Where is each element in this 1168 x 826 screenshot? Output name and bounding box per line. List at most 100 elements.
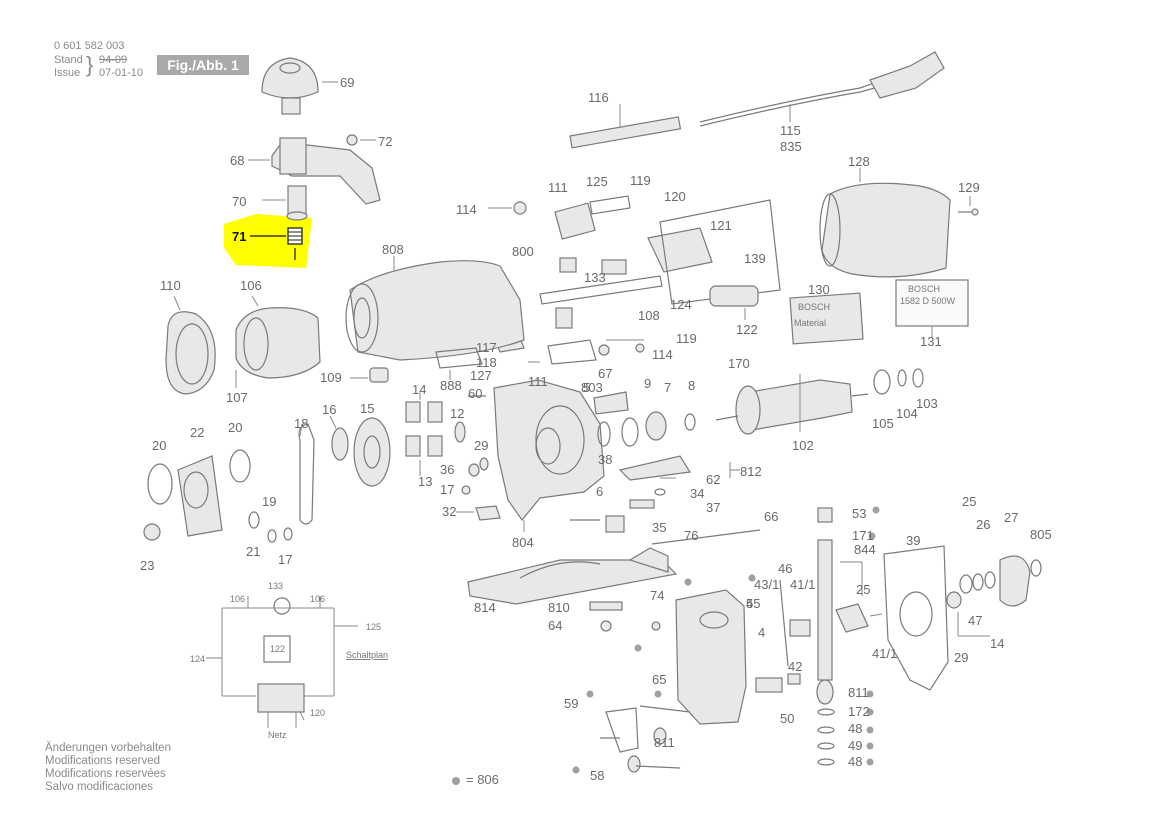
part-label: 122 <box>736 322 758 337</box>
part-label: 18 <box>294 416 308 431</box>
part-label: 5 <box>746 596 753 611</box>
part-129-screw <box>958 196 979 216</box>
issue-label: Issue <box>54 67 81 79</box>
part-label: 47 <box>968 613 982 628</box>
part-106-stator <box>235 295 321 388</box>
bearings-group <box>593 391 696 447</box>
schematic-label-122: 122 <box>270 644 285 654</box>
part-label: 127 <box>470 368 492 383</box>
part-label: 74 <box>650 588 664 603</box>
part-label: 111 <box>548 180 568 195</box>
parts-34-37-35 <box>570 488 666 533</box>
part-804-gear-housing <box>493 379 605 532</box>
issue-date: 07-01-10 <box>99 67 144 79</box>
part-116-tube <box>569 104 682 149</box>
gear-train <box>329 392 486 487</box>
part-label: 125 <box>586 174 608 189</box>
part-label: 102 <box>792 438 814 453</box>
part-label: 808 <box>382 242 404 257</box>
part-label: 42 <box>788 659 802 674</box>
part-label: 50 <box>780 711 794 726</box>
part-label: 13 <box>418 474 432 489</box>
part-label: 106 <box>240 278 262 293</box>
part-label: 60 <box>468 386 482 401</box>
part-label: 58 <box>590 768 604 783</box>
part-18-clip <box>298 423 315 525</box>
schematic-label-125: 125 <box>366 622 381 632</box>
part-70-sleeve <box>262 185 308 221</box>
switch-assembly <box>488 195 781 365</box>
part-label: 27 <box>1004 510 1018 525</box>
part-label: 117 <box>476 340 497 355</box>
part-109-brush <box>350 367 389 383</box>
plunger-column <box>816 507 863 766</box>
footer-line-fr: Modifications reservées <box>45 768 166 780</box>
part-label: 814 <box>474 600 496 615</box>
part-label: 65 <box>652 672 666 687</box>
part-label: 34 <box>690 486 704 501</box>
part-label: 171 <box>852 528 874 543</box>
part-71-spring <box>250 227 303 260</box>
part-label: 20 <box>228 420 242 435</box>
part-label: 805 <box>1030 527 1052 542</box>
part-805-cap <box>999 555 1042 607</box>
plate-131-brand: BOSCH <box>908 284 940 294</box>
part-label: 131 <box>920 334 942 349</box>
plate-130-text: Material <box>794 318 826 328</box>
part-label: 41/1 <box>872 646 897 661</box>
part-label: 29 <box>474 438 488 453</box>
part-label: 43/1 <box>754 577 779 592</box>
part-label: 124 <box>670 297 692 312</box>
part-22-plate <box>177 455 223 537</box>
part-72-screw <box>346 134 376 146</box>
part-label: 23 <box>140 558 154 573</box>
part-label: 68 <box>230 153 244 168</box>
small-parts-29-36-17-32 <box>456 457 501 521</box>
part-64-65 <box>589 601 661 632</box>
part-label: 6 <box>596 484 603 499</box>
part-170-armature <box>715 368 924 435</box>
parts-43-45-41-42 <box>755 579 811 693</box>
part-label: 32 <box>442 504 456 519</box>
part-label: 803 <box>581 380 603 395</box>
part-label: 14 <box>990 636 1004 651</box>
part-label: 19 <box>262 494 276 509</box>
lower-housing <box>600 589 747 773</box>
part-808-motor-housing <box>345 256 525 361</box>
part-label: 811 <box>654 735 675 750</box>
part-label: 888 <box>440 378 462 393</box>
part-label: 111 <box>528 374 548 389</box>
part-number: 0 601 582 003 <box>54 40 125 52</box>
part-label: 119 <box>676 331 697 346</box>
part-label: 133 <box>584 270 606 285</box>
part-label: 70 <box>232 194 246 209</box>
part-label: 36 <box>440 462 454 477</box>
part-label: 8 <box>688 378 695 393</box>
part-label: 108 <box>638 308 660 323</box>
part-label: 9 <box>644 376 651 391</box>
schematic-label-106a: 106 <box>230 594 245 604</box>
schematic-netz: Netz <box>268 730 287 740</box>
part-label: 139 <box>744 251 766 266</box>
bullet-dots-806 <box>572 506 880 774</box>
part-label: 118 <box>476 355 497 370</box>
footer-line-de: Änderungen vorbehalten <box>45 742 171 754</box>
bosch-plate-131: BOSCH 1582 D 500W <box>895 279 969 338</box>
brace-icon: } <box>86 52 94 77</box>
part-label: 62 <box>706 472 720 487</box>
part-label: 109 <box>320 370 342 385</box>
part-20-gaskets <box>147 449 251 505</box>
part-812-stroke-group <box>618 455 740 481</box>
part-label: 67 <box>598 366 612 381</box>
part-label: 20 <box>152 438 166 453</box>
part-label: 16 <box>322 402 336 417</box>
part-label: 121 <box>710 218 732 233</box>
part-label: 38 <box>598 452 612 467</box>
footer-line-en: Modifications reserved <box>45 755 161 767</box>
part-label: 810 <box>548 600 570 615</box>
part-label: 811 <box>848 685 869 700</box>
part-label: 22 <box>190 425 204 440</box>
part-label: 39 <box>906 533 920 548</box>
